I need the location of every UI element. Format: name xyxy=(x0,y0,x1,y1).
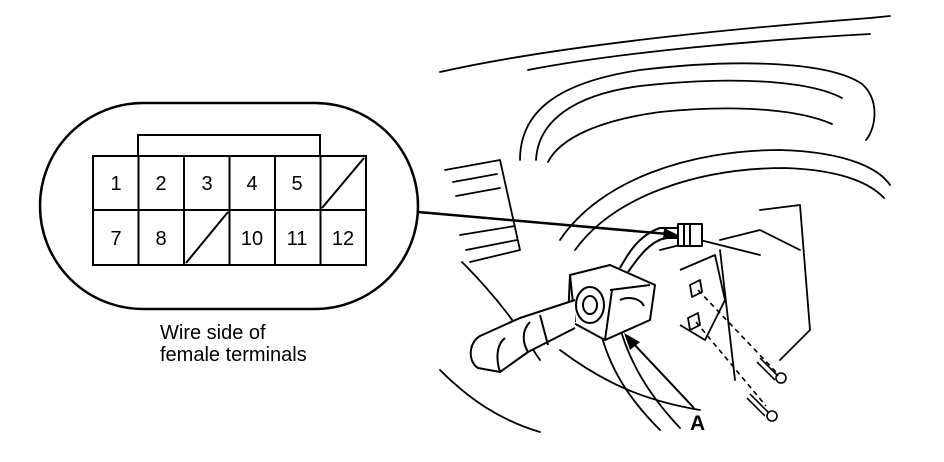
terminal-label: 10 xyxy=(241,228,263,250)
caption-line-2: female terminals xyxy=(160,344,307,366)
terminal-label: 7 xyxy=(110,228,121,250)
terminal-label: 2 xyxy=(155,173,166,195)
terminal-label: 4 xyxy=(246,173,257,195)
leader-arrow xyxy=(417,210,680,240)
terminal-label: 12 xyxy=(332,228,354,250)
mounting-bracket xyxy=(679,254,726,341)
caption-line-1: Wire side of xyxy=(160,322,266,344)
callout-a-leader xyxy=(624,333,695,409)
connector-face xyxy=(92,155,367,266)
unused-cavity-6 xyxy=(321,157,365,209)
connector-caption: Wire side of female terminals xyxy=(160,322,380,366)
callout-a-label: A xyxy=(690,412,705,435)
combination-switch xyxy=(469,223,703,373)
terminal-label: 5 xyxy=(291,173,302,195)
terminal-label: 11 xyxy=(287,228,308,250)
terminal-label: 3 xyxy=(201,173,212,195)
terminal-label: 1 xyxy=(110,173,121,195)
unused-cavity-9 xyxy=(185,211,229,264)
connector-enclosure xyxy=(38,101,420,311)
connector-lock-tab xyxy=(137,134,321,156)
screws xyxy=(695,289,787,422)
terminal-label: 8 xyxy=(155,228,166,250)
dashboard-illustration xyxy=(439,15,891,433)
